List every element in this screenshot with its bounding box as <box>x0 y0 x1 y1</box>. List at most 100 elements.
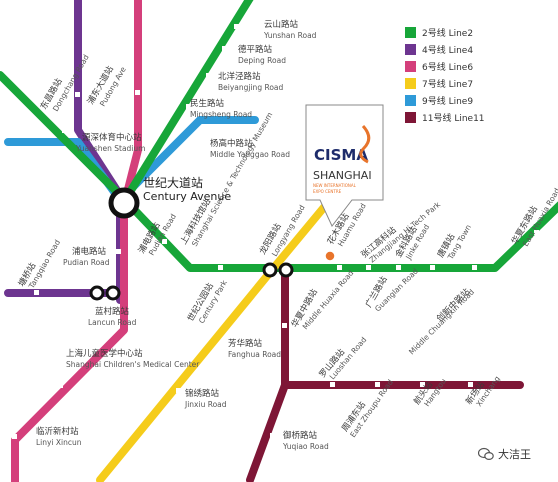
venue-location-dot <box>324 250 336 262</box>
legend-item: 7号线 Line7 <box>405 75 555 92</box>
venue-sub1: NEW INTERNATIONAL <box>313 183 357 188</box>
label-yunshan-en: Yunshan Road <box>263 31 317 40</box>
label-yunshan-cn: 云山路站 <box>264 19 299 30</box>
station-mark-yuqiao <box>270 433 275 438</box>
station-mark-scitech <box>162 239 167 244</box>
station-mark-huamu <box>337 265 342 270</box>
station-mark-jinke <box>396 265 401 270</box>
legend-item: 9号线 Line9 <box>405 92 555 109</box>
legend-swatch <box>405 95 416 106</box>
labels-line11: 罗山路站 Luoshan Road 御桥路站 Yuqiao Road 周浦东站 … <box>282 335 502 451</box>
label-jinxiu-en: Jinxiu Road <box>184 400 227 409</box>
venue-city: SHANGHAI <box>313 169 372 182</box>
station-mark-mingsheng <box>186 104 191 109</box>
legend-label: 7号线 Line7 <box>422 80 474 90</box>
legend-swatch <box>405 61 416 72</box>
station-mark-east-huaxia <box>534 230 539 235</box>
venue-logo-text: CISMA <box>314 146 368 164</box>
label-beiyangjing-en: Beiyangjing Road <box>218 83 284 92</box>
legend-swatch <box>405 44 416 55</box>
wechat-icon <box>478 447 494 461</box>
station-mark-childrens <box>58 383 63 388</box>
line11-route <box>246 264 524 482</box>
label-fanghua-cn: 芳华路站 <box>228 338 263 349</box>
station-mark-deping <box>222 46 227 51</box>
label-linyi-en: Linyi Xincun <box>36 438 82 447</box>
labels-top-left: 东昌路站 Dongchang Road 浦东大道站 Pudong Ave 源深体… <box>38 53 145 153</box>
legend-item: 6号线 Line6 <box>405 58 555 75</box>
station-mark-beiyangjing <box>206 73 211 78</box>
station-mark-fanghua <box>218 345 223 350</box>
venue-sub2: EXPO CENTRE <box>313 189 342 194</box>
line2-route <box>0 71 558 272</box>
station-mark-zhoupu <box>375 382 380 387</box>
label-century-avenue-cn: 世纪大道站 <box>143 176 203 190</box>
station-mark-pudong-ave <box>135 90 140 95</box>
label-yuqiao-cn: 御桥路站 <box>283 430 318 441</box>
labels-line7: 芳华路站 Fanghua Road 锦绣路站 Jinxiu Road <box>184 338 281 409</box>
label-childrens-cn: 上海儿童医学中心站 <box>66 348 143 359</box>
legend-label: 2号线 Line2 <box>422 29 474 39</box>
station-mark-tangzhen <box>430 265 435 270</box>
interchange-lancun-right[interactable] <box>105 285 121 301</box>
label-deping-en: Deping Road <box>238 56 286 65</box>
legend-item: 4号线 Line4 <box>405 41 555 58</box>
station-mark-pudian4 <box>116 249 121 254</box>
venue-logo-mark-icon <box>359 124 371 164</box>
label-yuanshen-cn: 源深体育中心站 <box>82 132 142 143</box>
line2-north-branch <box>121 0 254 204</box>
station-mark-yuanshen <box>62 128 67 133</box>
label-pudian-cn: 浦电路站 <box>72 246 107 257</box>
station-mark-pudian9 <box>133 247 138 252</box>
line6-route <box>11 0 142 482</box>
label-fanghua-en: Fanghua Road <box>228 350 281 359</box>
label-jinxiu-cn: 锦绣路站 <box>185 388 220 399</box>
station-mark-hangtou <box>420 382 425 387</box>
label-mingsheng-cn: 民生路站 <box>190 98 225 109</box>
label-yanggao-en: Middle Yanggao Road <box>210 150 290 159</box>
station-mark-jinxiu <box>176 388 181 393</box>
label-chuangxin-en: Middle Chuangxin Road <box>407 287 476 356</box>
station-mark-yunshan <box>234 24 239 29</box>
label-century-avenue-en: Century Avenue <box>143 190 231 203</box>
watermark-text: 大洁王 <box>498 448 531 461</box>
label-beiyangjing-cn: 北洋泾路站 <box>218 71 261 82</box>
station-mark-dongchang <box>75 92 80 97</box>
interchange-longyang-left[interactable] <box>262 262 278 278</box>
label-yuqiao-en: Yuqiao Road <box>282 442 329 451</box>
label-deping-cn: 德平路站 <box>238 44 273 55</box>
legend-item: 11号线 Line11 <box>405 109 555 126</box>
label-lancun-en: Lancun Road <box>88 318 137 327</box>
station-mark-tangqiao <box>34 290 39 295</box>
watermark: 大洁王 <box>478 446 531 462</box>
interchange-lancun-left[interactable] <box>89 285 105 301</box>
label-mingsheng-en: Mingsheng Road <box>190 110 252 119</box>
legend-label: 6号线 Line6 <box>422 63 474 73</box>
station-mark-middle-huaxia <box>282 323 287 328</box>
station-mark-yanggao <box>197 142 202 147</box>
legend-swatch <box>405 112 416 123</box>
interchange-century-avenue[interactable] <box>108 187 140 219</box>
station-mark-chuangxin <box>472 265 477 270</box>
label-childrens-en: Shanghai Children's Medical Center <box>66 360 200 369</box>
station-mark-linyi <box>12 434 17 439</box>
venue-callout[interactable]: CISMA SHANGHAI NEW INTERNATIONAL EXPO CE… <box>305 104 384 262</box>
station-mark-zhangjiang <box>366 265 371 270</box>
legend-swatch <box>405 27 416 38</box>
label-linyi-cn: 临沂新村站 <box>36 426 79 437</box>
station-mark-luoshan <box>330 382 335 387</box>
label-lancun-cn: 蓝村路站 <box>95 306 130 317</box>
line-legend: 2号线 Line2 4号线 Line4 6号线 Line6 7号线 Line7 9号线 … <box>405 24 555 126</box>
label-yuanshen-en: Yuanshen Stadium <box>75 144 145 153</box>
legend-label: 4号线 Line4 <box>422 46 474 56</box>
legend-item: 2号线 Line2 <box>405 24 555 41</box>
station-mark-century-park <box>218 265 223 270</box>
interchange-longyang-right[interactable] <box>278 262 294 278</box>
labels-line2-north: 云山路站 Yunshan Road 德平路站 Deping Road 北洋泾路站… <box>190 19 317 159</box>
label-yanggao-cn: 杨高中路站 <box>210 138 253 149</box>
legend-label: 9号线 Line9 <box>422 97 474 107</box>
label-pudian-en: Pudian Road <box>63 258 110 267</box>
station-mark-xinchang <box>468 382 473 387</box>
legend-swatch <box>405 78 416 89</box>
